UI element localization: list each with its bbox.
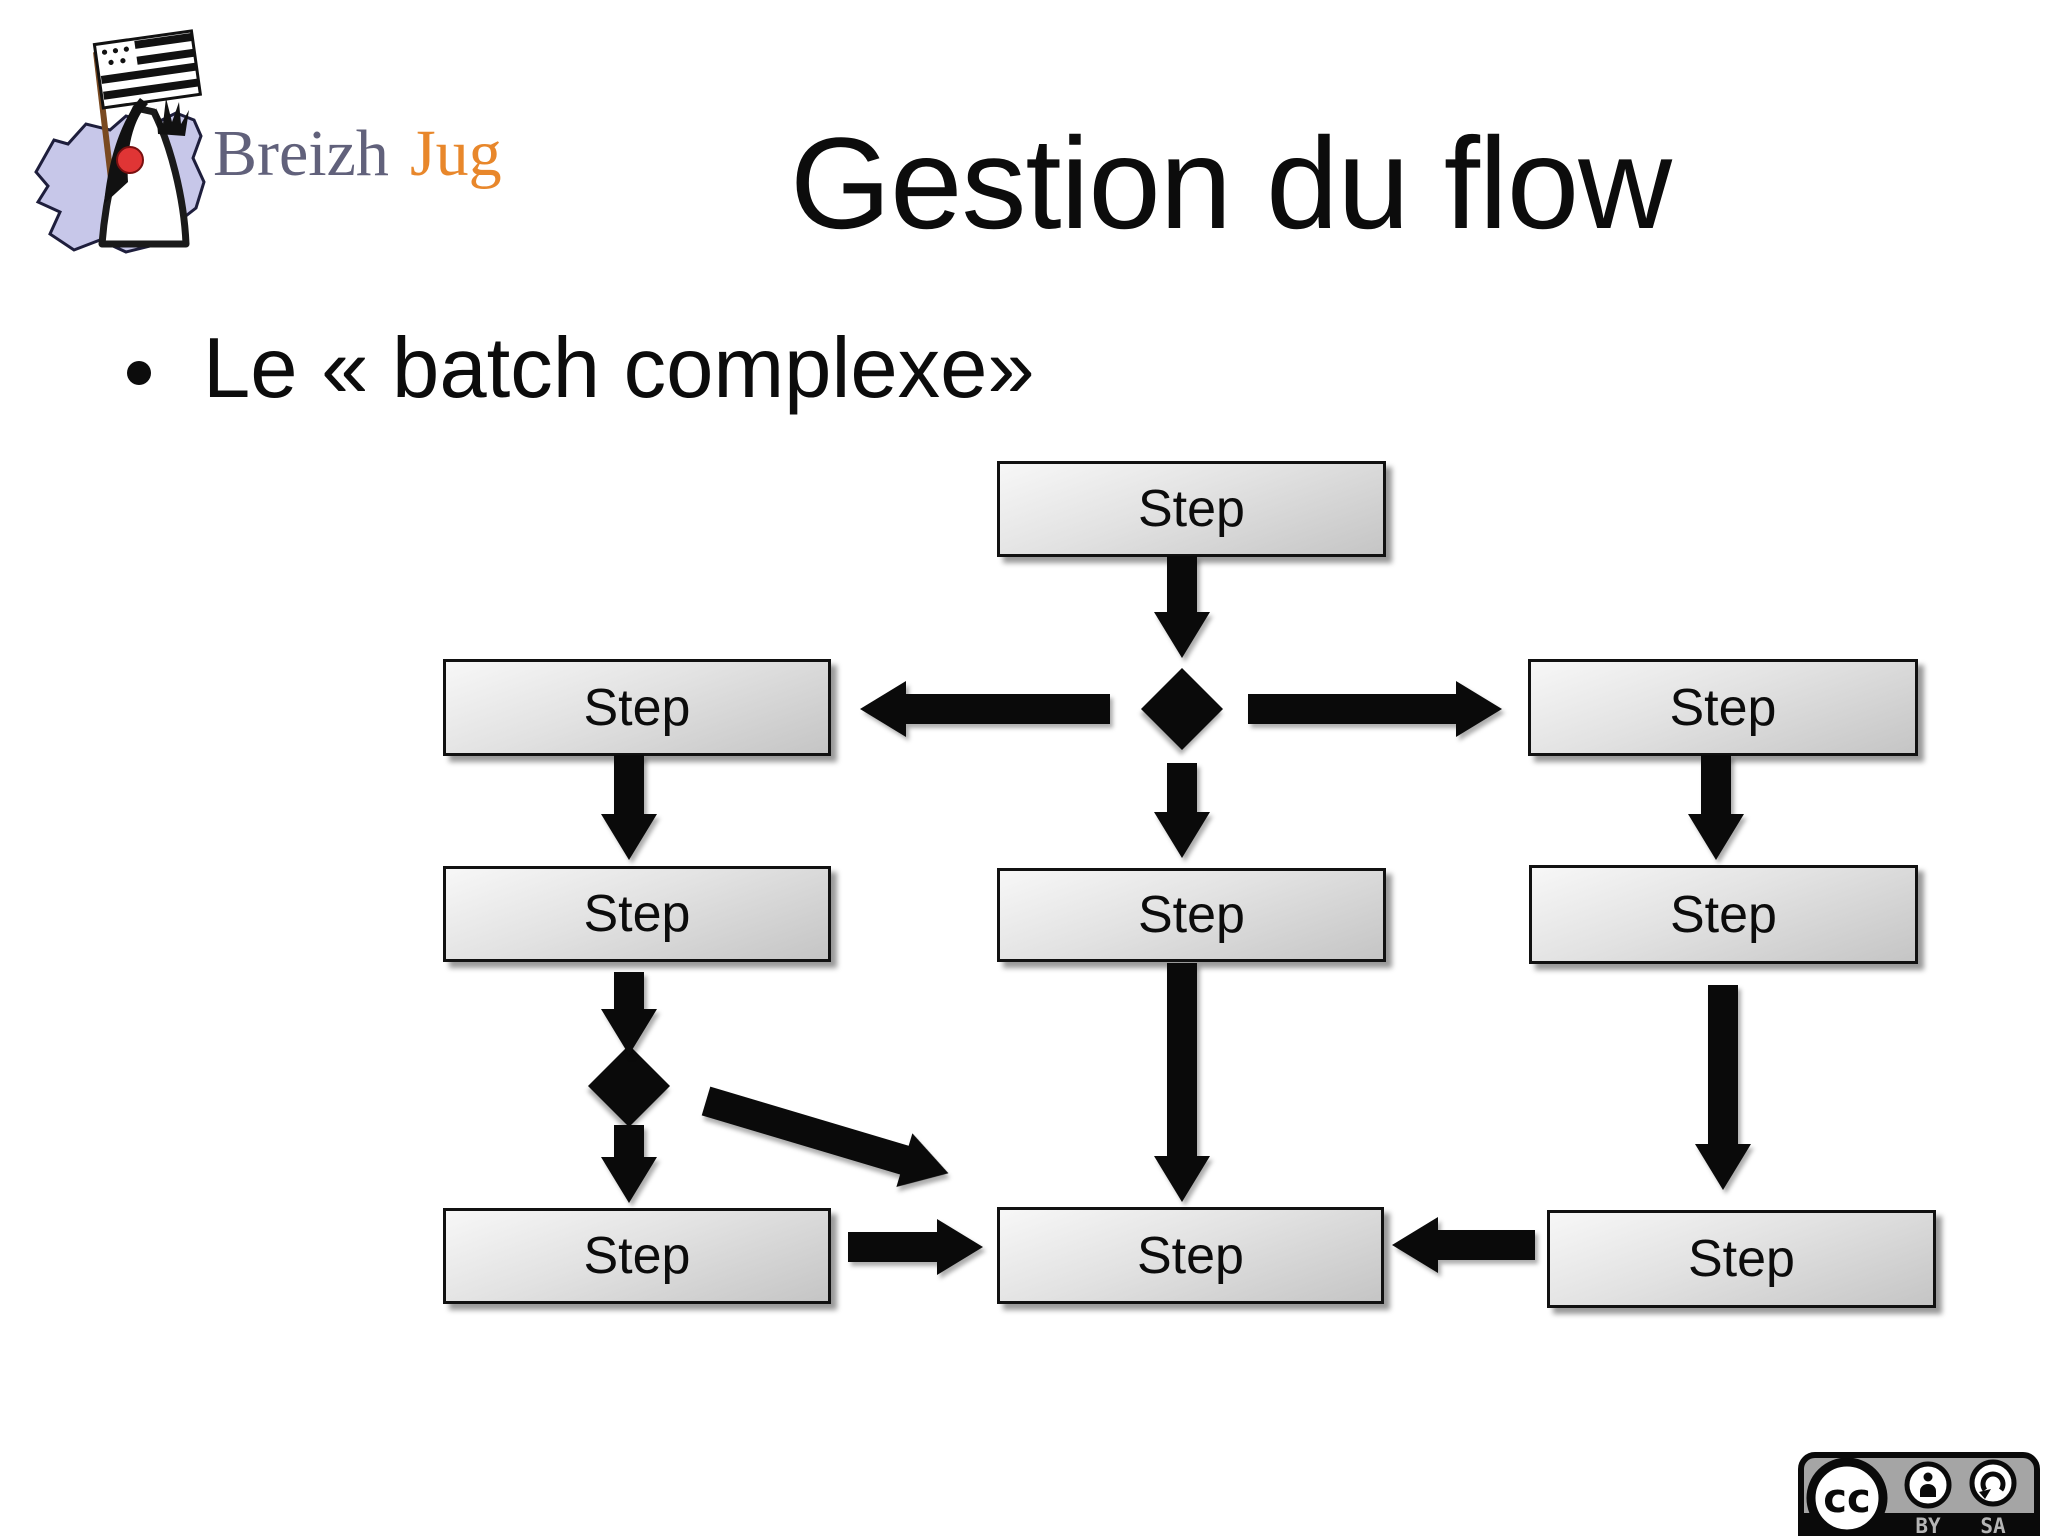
step-box-6: Step [1529, 865, 1918, 964]
step-label: Step [583, 885, 691, 943]
cc-by-icon [1904, 1461, 1952, 1509]
step-label: Step [1670, 885, 1777, 944]
step-label: Step [1137, 1226, 1244, 1285]
arrow-junction1-to-step3 [1248, 681, 1502, 737]
step-box-9: Step [1547, 1210, 1936, 1308]
arrow-step5-to-step8 [1154, 963, 1210, 1202]
arrow-junction2-to-step7 [601, 1125, 657, 1203]
cc-sa-label: SA [1980, 1514, 2006, 1536]
step-box-5: Step [997, 868, 1386, 962]
arrow-step2-to-step4 [601, 755, 657, 860]
arrow-step6-to-step9 [1695, 985, 1751, 1190]
arrow-step1-to-junction1 [1154, 556, 1210, 658]
breton-flag-icon [92, 29, 203, 110]
logo-text-jug: Jug [410, 117, 502, 190]
breizhjug-logo: Breizh Jug [34, 29, 502, 254]
arrow-step4-to-junction2 [601, 972, 657, 1055]
arrow-step3-to-step6 [1688, 755, 1744, 860]
step-box-3: Step [1528, 659, 1918, 756]
junction-diamond-2 [587, 1044, 671, 1128]
svg-text:cc: cc [1823, 1476, 1870, 1522]
step-box-4: Step [443, 866, 831, 962]
arrow-junction1-to-step5 [1154, 763, 1210, 858]
step-label: Step [1138, 480, 1245, 538]
bullet-text: Le « batch complexe» [203, 321, 1035, 416]
step-label: Step [583, 678, 691, 737]
step-box-1: Step [997, 461, 1386, 557]
page-title: Gestion du flow [790, 110, 1672, 256]
step-box-7: Step [443, 1208, 831, 1304]
bullet-dot [127, 361, 151, 385]
duke-mascot-icon [98, 98, 190, 248]
step-label: Step [1688, 1230, 1795, 1288]
arrow-step7-to-step8 [848, 1219, 983, 1275]
cc-logo-icon: cc [1806, 1457, 1888, 1536]
logo-text-breizh: Breizh [213, 117, 389, 190]
cc-by-label: BY [1915, 1514, 1941, 1536]
step-box-2: Step [443, 659, 831, 756]
arrow-junction2-to-step8-diagonal [698, 1074, 957, 1201]
junction-diamond-1 [1140, 667, 1224, 751]
step-box-8: Step [997, 1207, 1384, 1304]
arrow-step9-to-step8 [1392, 1217, 1535, 1273]
step-label: Step [583, 1227, 691, 1285]
arrow-junction1-to-step2 [860, 681, 1110, 737]
step-label: Step [1669, 678, 1777, 737]
cc-sa-icon [1969, 1459, 2017, 1507]
step-label: Step [1138, 886, 1245, 944]
cc-by-sa-badge: cc BY SA [1798, 1452, 2040, 1536]
